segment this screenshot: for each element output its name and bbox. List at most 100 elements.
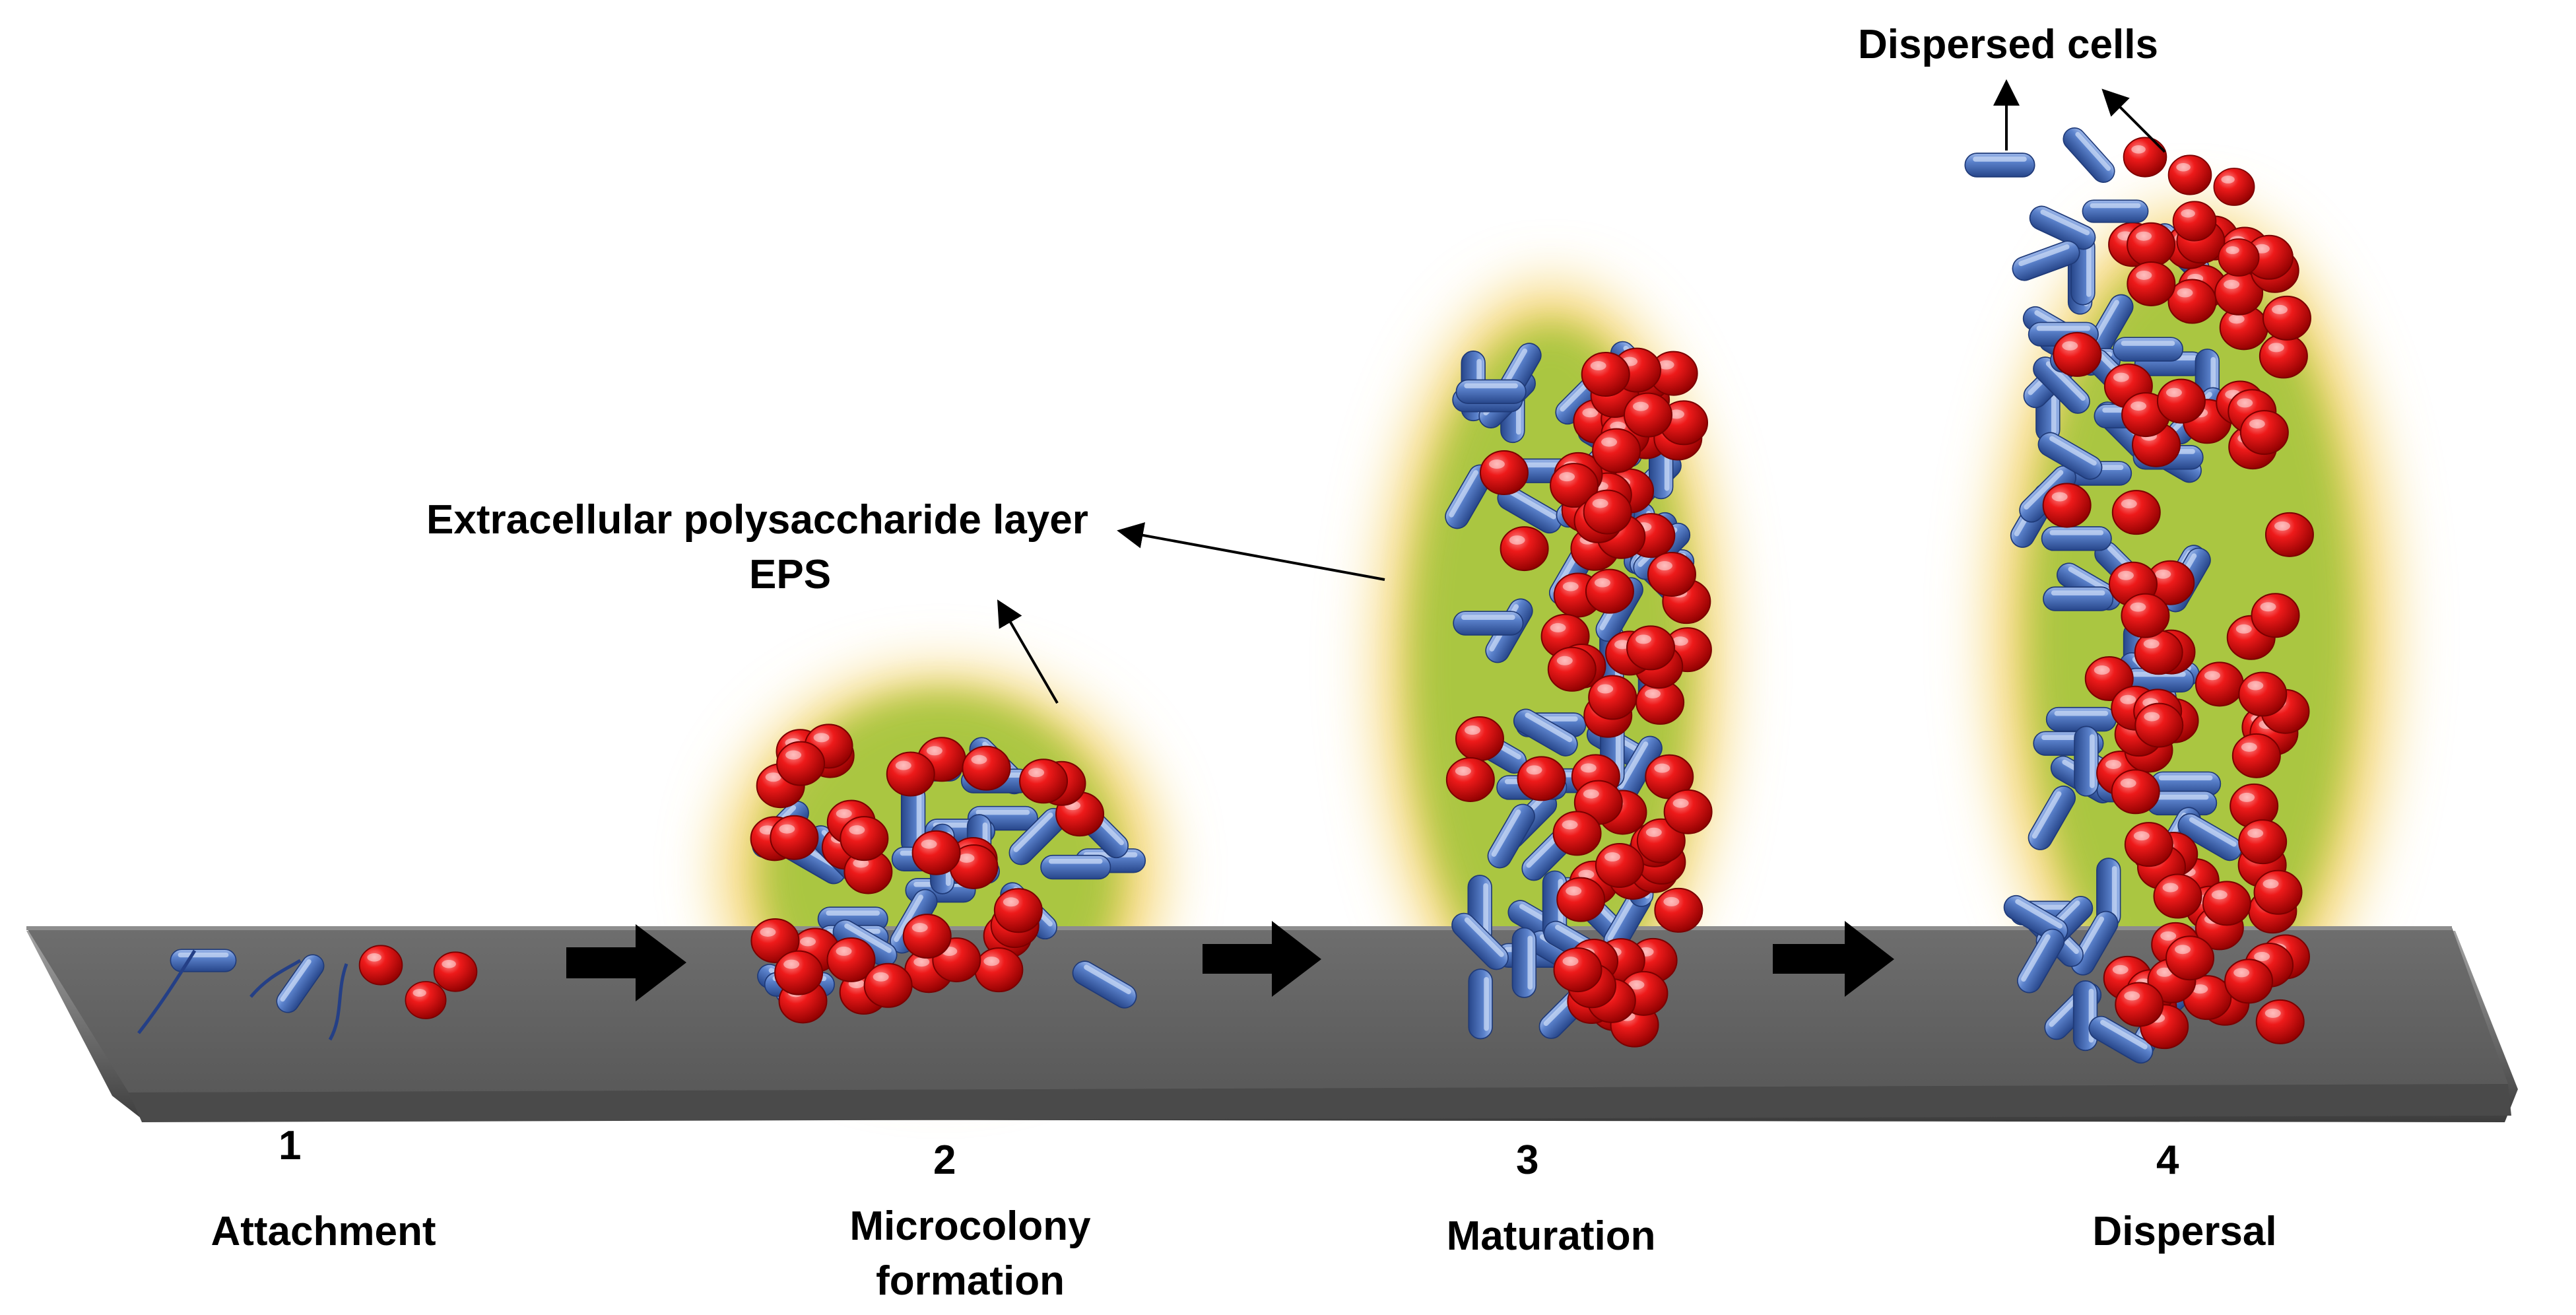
coccus-bacterium-icon bbox=[2127, 261, 2176, 306]
coccus-bacterium-icon bbox=[2111, 490, 2161, 535]
annotation-arrows bbox=[997, 79, 2166, 704]
coccus-bacterium-icon bbox=[2218, 238, 2260, 277]
coccus-bacterium-icon bbox=[1588, 675, 1637, 720]
rod-bacterium-icon bbox=[1511, 927, 1537, 998]
progression-arrow-icon bbox=[566, 924, 686, 1001]
coccus-bacterium-icon bbox=[993, 888, 1043, 933]
flagella bbox=[137, 949, 348, 1041]
rod-bacterium-icon bbox=[2072, 980, 2098, 1052]
coccus-bacterium-icon bbox=[2167, 154, 2212, 195]
coccus-bacterium-icon bbox=[1500, 526, 1549, 572]
coccus-bacterium-icon bbox=[1583, 489, 1632, 535]
stage-1-name: Attachment bbox=[211, 1209, 436, 1254]
coccus-bacterium-icon bbox=[1623, 392, 1672, 438]
rod-bacterium-icon bbox=[1040, 854, 1111, 880]
rod-bacterium-icon bbox=[2043, 586, 2114, 611]
stage-2-name-line1: Microcolony bbox=[849, 1203, 1091, 1249]
coccus-bacterium-icon bbox=[1595, 843, 1644, 889]
coccus-bacterium-icon bbox=[2156, 378, 2206, 424]
coccus-bacterium-icon bbox=[2262, 295, 2311, 341]
coccus-bacterium-icon bbox=[2195, 661, 2244, 707]
coccus-bacterium-icon bbox=[2124, 822, 2173, 867]
coccus-bacterium-icon bbox=[1626, 625, 1676, 671]
stage-4-number: 4 bbox=[2156, 1137, 2179, 1183]
coccus-bacterium-icon bbox=[1654, 887, 1703, 933]
coccus-bacterium-icon bbox=[1647, 551, 1696, 597]
eps-label-line1: Extracellular polysaccharide layer bbox=[426, 497, 1088, 543]
stage-2-number: 2 bbox=[933, 1137, 956, 1183]
coccus-bacterium-icon bbox=[2239, 410, 2289, 455]
coccus-bacterium-icon bbox=[1479, 450, 1529, 496]
rod-bacterium-icon bbox=[2058, 123, 2120, 187]
coccus-bacterium-icon bbox=[2153, 873, 2202, 919]
rod-bacterium-icon bbox=[1964, 152, 2035, 178]
coccus-bacterium-icon bbox=[911, 830, 961, 875]
coccus-bacterium-icon bbox=[1592, 428, 1641, 473]
coccus-bacterium-icon bbox=[2224, 959, 2274, 1004]
coccus-bacterium-icon bbox=[2238, 671, 2288, 717]
coccus-bacterium-icon bbox=[1553, 947, 1602, 993]
coccus-bacterium-icon bbox=[776, 741, 826, 786]
rod-bacterium-icon bbox=[2041, 526, 2112, 551]
coccus-bacterium-icon bbox=[2259, 333, 2308, 379]
coccus-bacterium-icon bbox=[863, 962, 913, 1008]
coccus-bacterium-icon bbox=[1552, 811, 1602, 856]
rod-bacterium-icon bbox=[1453, 611, 1524, 636]
coccus-bacterium-icon bbox=[1663, 789, 1713, 834]
coccus-bacterium-icon bbox=[2123, 137, 2167, 178]
coccus-bacterium-icon bbox=[1556, 877, 1606, 922]
eps-label-line2: EPS bbox=[749, 552, 832, 597]
coccus-bacterium-icon bbox=[886, 751, 935, 797]
coccus-bacterium-icon bbox=[2231, 733, 2281, 778]
stage-1-number: 1 bbox=[279, 1123, 302, 1168]
bacterial-cells bbox=[170, 123, 2314, 1068]
coccus-bacterium-icon bbox=[2238, 819, 2288, 865]
coccus-bacterium-icon bbox=[840, 816, 889, 861]
stage-3-number: 3 bbox=[1516, 1137, 1539, 1183]
coccus-bacterium-icon bbox=[2111, 769, 2160, 815]
rod-bacterium-icon bbox=[2074, 725, 2099, 797]
coccus-bacterium-icon bbox=[1547, 646, 1597, 692]
coccus-bacterium-icon bbox=[1517, 756, 1566, 801]
coccus-bacterium-icon bbox=[770, 815, 819, 860]
coccus-bacterium-icon bbox=[405, 981, 447, 1019]
coccus-bacterium-icon bbox=[974, 947, 1024, 993]
coccus-bacterium-icon bbox=[2115, 982, 2164, 1027]
progression-arrow-icon bbox=[1203, 921, 1321, 997]
coccus-bacterium-icon bbox=[2253, 869, 2303, 915]
rod-bacterium-icon bbox=[1468, 968, 1493, 1040]
coccus-bacterium-icon bbox=[902, 914, 952, 959]
coccus-bacterium-icon bbox=[2042, 483, 2092, 528]
coccus-bacterium-icon bbox=[1455, 716, 1504, 762]
eps-pointer-arrow bbox=[1117, 522, 1385, 581]
coccus-bacterium-icon bbox=[358, 945, 403, 986]
dispersed-pointer-arrow bbox=[2101, 88, 2166, 153]
coccus-bacterium-icon bbox=[2255, 999, 2305, 1044]
stage-2-name-line2: formation bbox=[876, 1258, 1065, 1304]
coccus-bacterium-icon bbox=[2134, 702, 2184, 748]
dispersed-cells-label: Dispersed cells bbox=[1858, 22, 2158, 67]
rod-bacterium-icon bbox=[1455, 379, 1527, 405]
rod-bacterium-icon bbox=[2082, 199, 2149, 223]
coccus-bacterium-icon bbox=[962, 745, 1011, 791]
coccus-bacterium-icon bbox=[2213, 168, 2255, 206]
eps-pointer-arrow bbox=[997, 599, 1059, 704]
coccus-bacterium-icon bbox=[1581, 352, 1630, 397]
coccus-bacterium-icon bbox=[1019, 759, 1069, 804]
rod-bacterium-icon bbox=[2112, 337, 2184, 362]
coccus-bacterium-icon bbox=[1585, 568, 1634, 614]
coccus-bacterium-icon bbox=[2165, 935, 2215, 981]
coccus-bacterium-icon bbox=[2264, 512, 2314, 557]
progression-arrows bbox=[566, 921, 1894, 1001]
stage-4-name: Dispersal bbox=[2092, 1209, 2277, 1254]
coccus-bacterium-icon bbox=[2127, 222, 2176, 267]
progression-arrow-icon bbox=[1773, 921, 1894, 997]
coccus-bacterium-icon bbox=[433, 951, 478, 992]
coccus-bacterium-icon bbox=[2167, 279, 2217, 324]
stage-3-name: Maturation bbox=[1446, 1213, 1656, 1259]
coccus-bacterium-icon bbox=[2202, 881, 2251, 926]
coccus-bacterium-icon bbox=[774, 950, 824, 995]
coccus-bacterium-icon bbox=[2172, 201, 2217, 242]
coccus-bacterium-icon bbox=[2053, 331, 2102, 377]
